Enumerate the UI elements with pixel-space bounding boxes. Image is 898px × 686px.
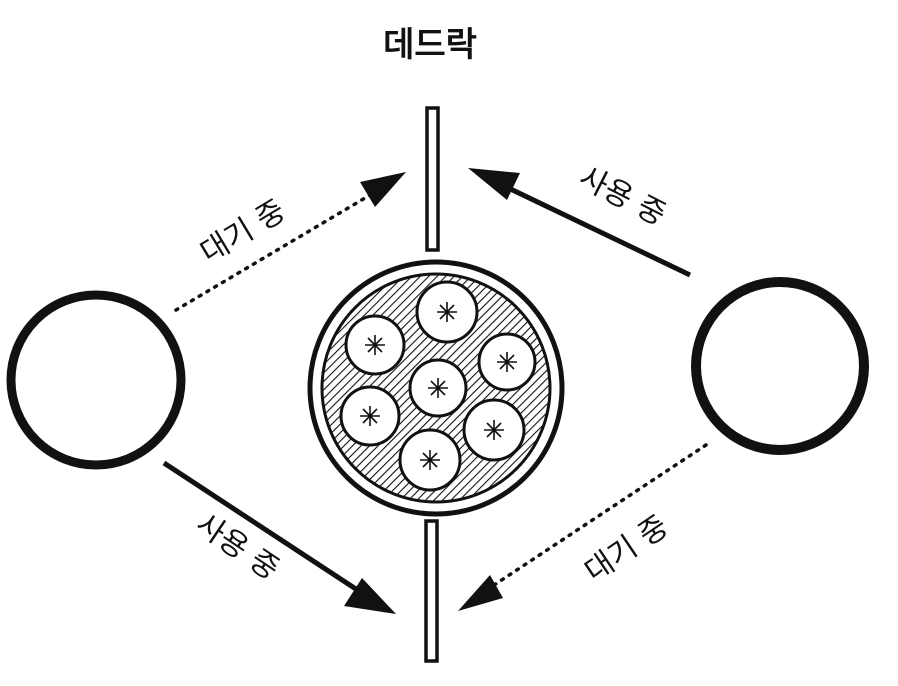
- left-top-arrowhead-icon: [360, 172, 406, 207]
- diagram-title: 데드락: [383, 25, 477, 65]
- top-resource-bar: [425, 106, 440, 252]
- left-bottom-using-arrow: [162, 460, 367, 598]
- left-bottom-arrowhead-icon: [344, 578, 396, 614]
- right-top-using-arrow: [498, 181, 692, 278]
- right-bottom-waiting-arrow: [480, 443, 708, 595]
- right-bottom-arrowhead-icon: [458, 575, 503, 611]
- bottom-resource-bar: [424, 519, 439, 663]
- right-top-label: 사용 중: [573, 160, 671, 233]
- pizza-icon: [307, 259, 565, 517]
- right-top-arrowhead-icon: [468, 168, 520, 200]
- left-top-waiting-arrow: [174, 180, 394, 312]
- left-top-label: 대기 중: [195, 193, 292, 271]
- right-process-circle: [691, 277, 869, 455]
- left-bottom-label: 사용 중: [189, 507, 285, 588]
- left-process-circle: [6, 290, 186, 470]
